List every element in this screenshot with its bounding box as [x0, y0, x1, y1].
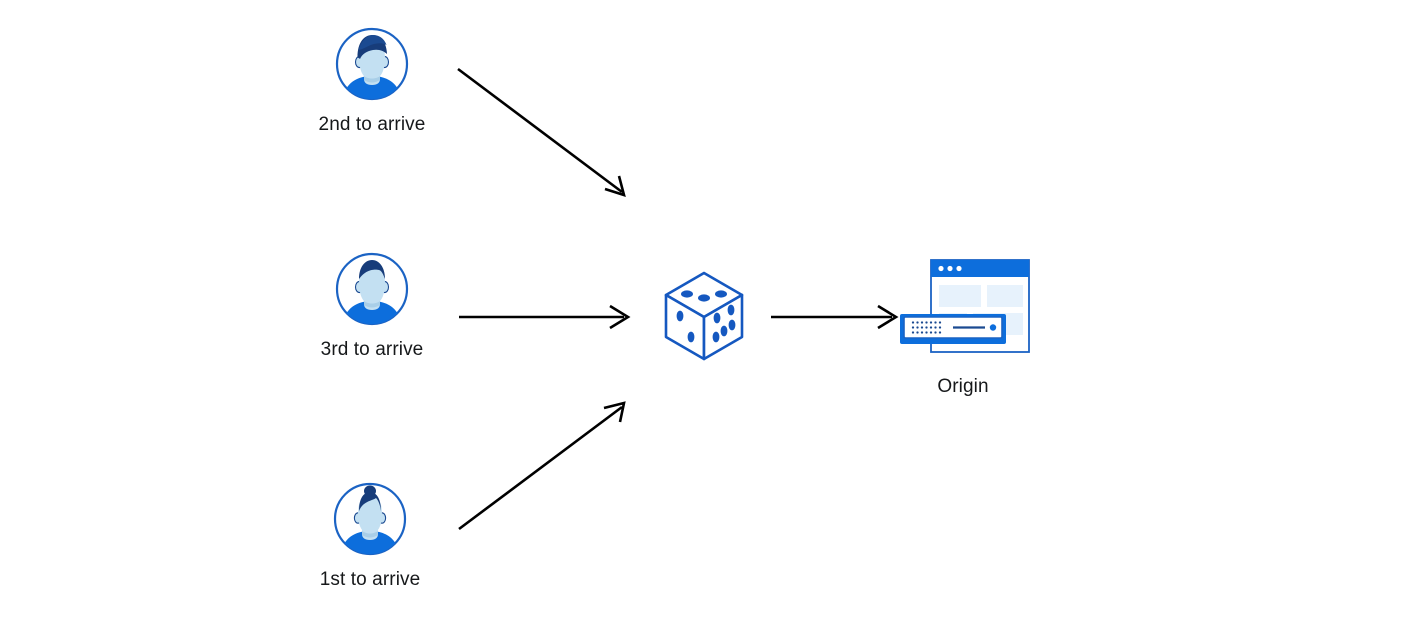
server-appliance-icon	[900, 314, 1006, 344]
dice-cube-icon	[664, 271, 744, 361]
client-top-label: 2nd to arrive	[318, 114, 426, 135]
client-bottom-label: 1st to arrive	[319, 569, 421, 590]
client-node-middle: 3rd to arrive	[321, 251, 423, 360]
client-node-bottom: 1st to arrive	[320, 481, 420, 590]
arrow-middle-client-to-dice	[459, 304, 631, 330]
origin-node: Origin	[893, 258, 1033, 397]
arrow-top-client-to-dice	[457, 67, 626, 197]
origin-label: Origin	[937, 376, 989, 397]
client-node-top: 2nd to arrive	[319, 26, 425, 135]
client-middle-label: 3rd to arrive	[320, 339, 424, 360]
user-avatar-icon	[335, 27, 409, 101]
arrow-dice-to-origin	[771, 304, 899, 330]
dice-node	[658, 267, 750, 372]
user-avatar-icon	[333, 482, 407, 556]
origin-server-icon	[900, 259, 1030, 353]
user-avatar-icon	[335, 252, 409, 326]
arrow-bottom-client-to-dice	[458, 401, 626, 531]
